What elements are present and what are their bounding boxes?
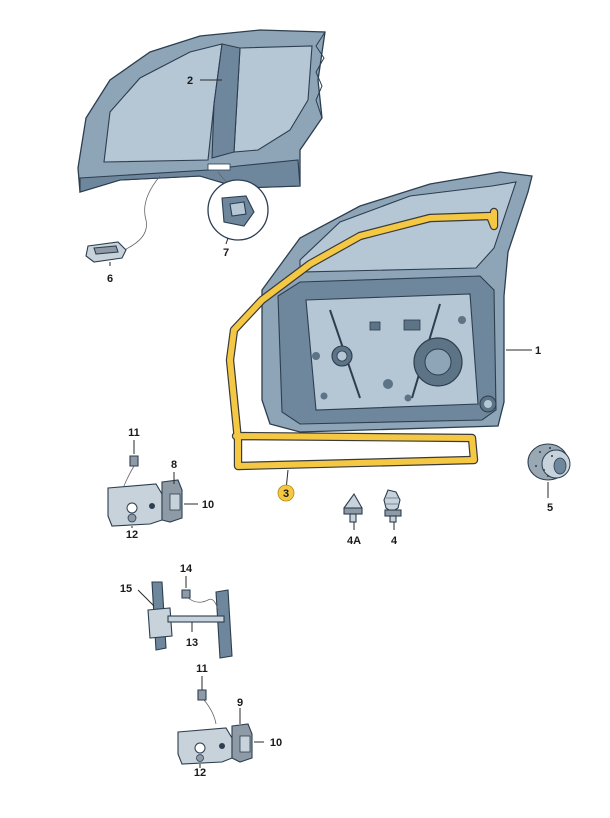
callout-14: 14 xyxy=(180,563,193,575)
callout-12-lower: 12 xyxy=(194,767,206,779)
callout-2: 2 xyxy=(187,75,193,87)
callout-11-upper: 11 xyxy=(128,427,140,439)
upper-hinge xyxy=(107,455,183,527)
callout-6: 6 xyxy=(107,273,113,285)
callout-9: 9 xyxy=(237,697,243,709)
part-5-grommet xyxy=(527,443,571,481)
callout-13: 13 xyxy=(186,637,198,649)
callout-4a: 4A xyxy=(347,535,361,547)
part-7-detail xyxy=(207,171,269,241)
callout-5: 5 xyxy=(547,502,553,514)
part-6-plug xyxy=(85,175,161,263)
callout-12-upper: 12 xyxy=(126,529,138,541)
callout-8: 8 xyxy=(171,459,177,471)
callout-labels: 2 1 3 5 6 7 4A 4 11 8 10 12 15 14 13 11 … xyxy=(107,75,553,779)
door-check-strap xyxy=(147,581,233,659)
part-4a-clip xyxy=(343,492,363,523)
part-4-clip xyxy=(383,489,402,523)
callout-4: 4 xyxy=(391,535,398,547)
callout-15: 15 xyxy=(120,583,132,595)
leader-lines xyxy=(109,79,549,768)
callout-11-lower: 11 xyxy=(196,663,208,675)
callout-7: 7 xyxy=(223,247,229,259)
body-side-panel xyxy=(77,29,326,193)
callout-3: 3 xyxy=(283,488,289,500)
callout-1: 1 xyxy=(535,345,541,357)
door-seal xyxy=(225,207,499,471)
door-assembly xyxy=(261,171,533,433)
lower-hinge xyxy=(177,689,253,765)
callout-3-highlight xyxy=(277,484,295,502)
callout-10-lower: 10 xyxy=(270,737,282,749)
callout-10-upper: 10 xyxy=(202,499,214,511)
